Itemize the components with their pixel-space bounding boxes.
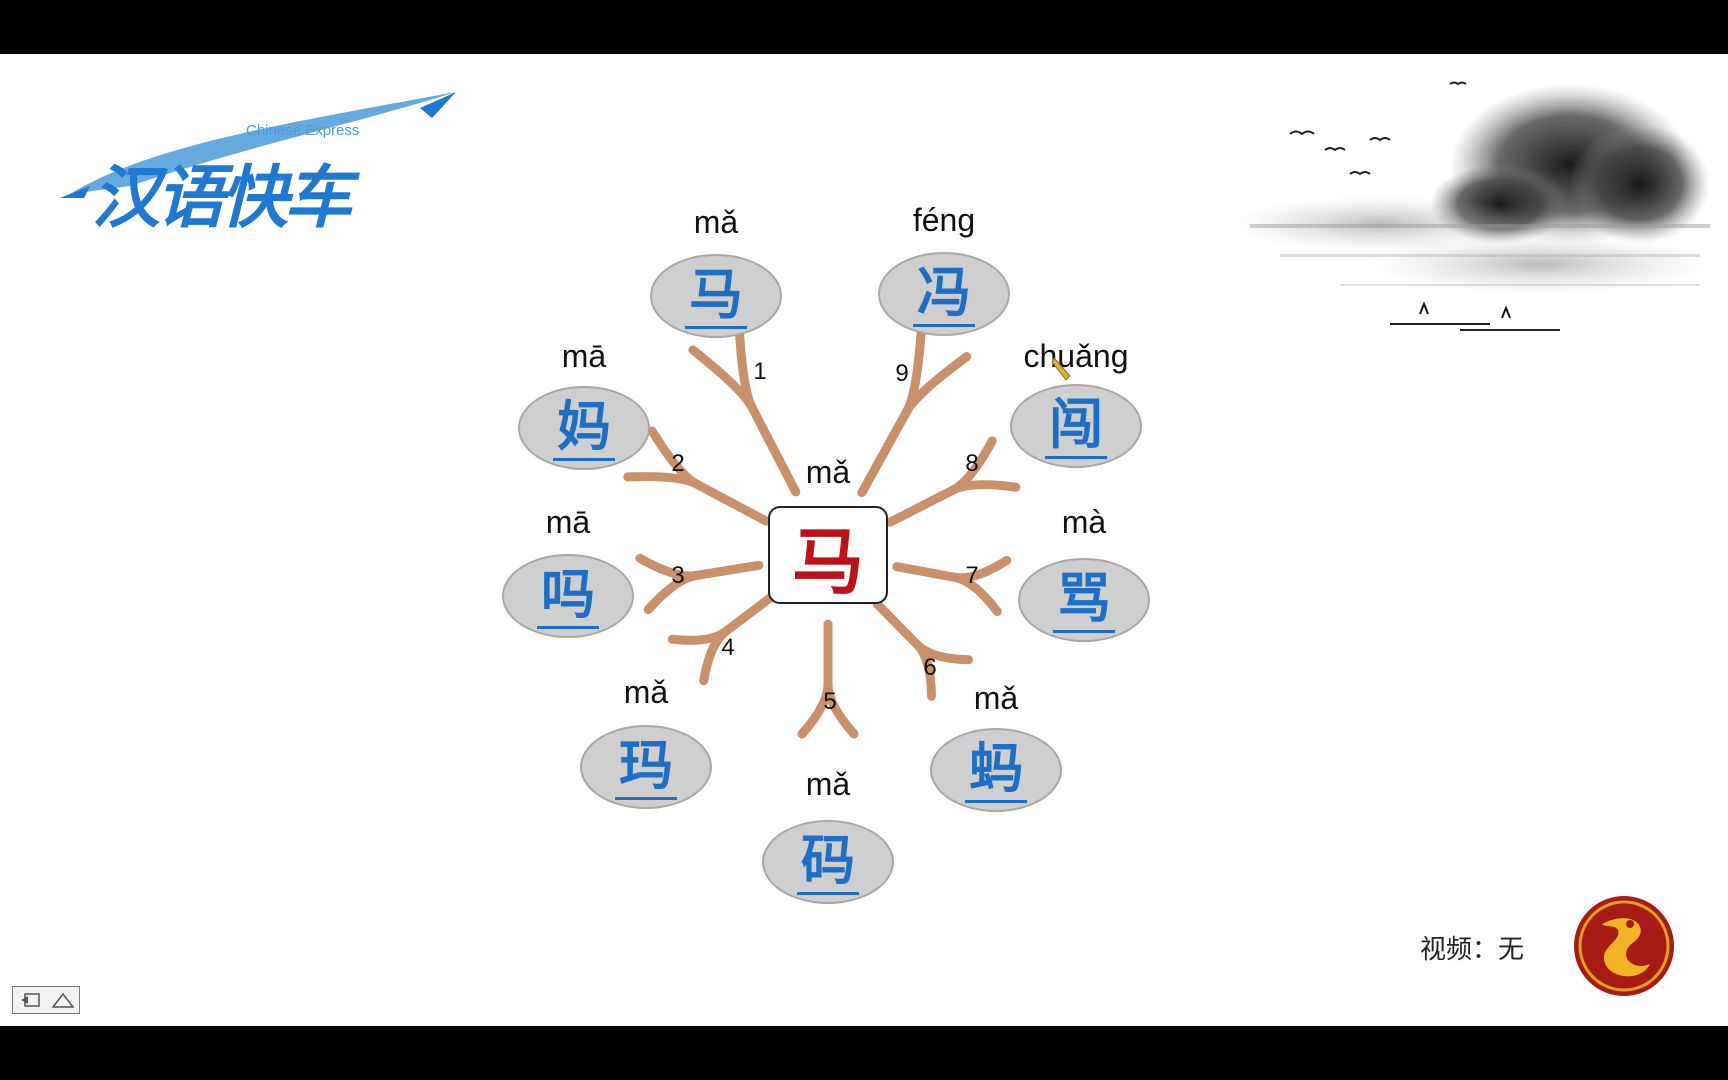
branch-trunk-1 xyxy=(747,402,801,497)
character-node-5[interactable]: 码 xyxy=(762,820,894,904)
node-pinyin-5: mǎ xyxy=(805,766,851,802)
node-character-5: 码 xyxy=(797,829,859,895)
branch-number-2: 2 xyxy=(671,450,685,477)
node-character-1: 马 xyxy=(685,263,747,329)
branch-fork-b-6 xyxy=(912,640,974,665)
branch-trunk-8 xyxy=(885,485,958,527)
bottom-letterbox xyxy=(0,1026,1728,1080)
node-pinyin-9: féng xyxy=(912,202,976,238)
node-character-4: 玛 xyxy=(615,734,677,800)
node-pinyin-1: mǎ xyxy=(693,204,739,240)
slide-back-icon xyxy=(20,993,40,1007)
video-credit-label: 视频： xyxy=(1420,935,1499,965)
center-character-box: 马 xyxy=(768,506,888,604)
character-node-3[interactable]: 吗 xyxy=(502,554,634,638)
branch-fork-b-5 xyxy=(823,680,859,739)
branch-number-1: 1 xyxy=(753,358,767,385)
logo-subtitle: Chinese Express xyxy=(246,122,360,139)
branch-trunk-6 xyxy=(872,599,922,650)
node-pinyin-8: chuǎng xyxy=(1023,338,1129,374)
radical-branch-diagram xyxy=(623,321,1021,739)
branch-fork-b-2 xyxy=(623,472,702,489)
branch-fork-b-9 xyxy=(902,326,926,416)
character-node-9[interactable]: 冯 xyxy=(878,252,1010,336)
triangle-up-icon xyxy=(50,992,75,1008)
branch-trunk-9 xyxy=(857,406,912,498)
character-node-4[interactable]: 玛 xyxy=(580,725,712,809)
center-character: 马 xyxy=(791,519,864,604)
slide-menu-button[interactable] xyxy=(50,989,76,1011)
node-pinyin-6: mǎ xyxy=(973,680,1019,716)
branch-fork-b-1 xyxy=(688,345,757,412)
character-node-7[interactable]: 骂 xyxy=(1018,558,1150,642)
node-character-3: 吗 xyxy=(537,563,599,629)
node-pinyin-4: mǎ xyxy=(623,674,669,710)
node-pinyin-2: mā xyxy=(561,338,607,374)
node-pinyin-3: mā xyxy=(545,504,591,540)
branch-fork-b-4 xyxy=(699,626,731,686)
branch-trunk-4 xyxy=(721,591,777,636)
node-pinyin-7: mà xyxy=(1061,504,1107,540)
branch-number-5: 5 xyxy=(823,688,837,715)
center-pinyin: mǎ xyxy=(805,454,851,490)
slideshow-nav-widget xyxy=(12,986,80,1014)
dragon-seal-icon xyxy=(1574,896,1674,996)
branch-number-7: 7 xyxy=(965,562,979,589)
node-character-6: 蚂 xyxy=(965,737,1027,803)
branch-number-9: 9 xyxy=(895,360,909,387)
node-character-9: 冯 xyxy=(913,261,975,327)
branch-fork-b-8 xyxy=(948,436,997,495)
branch-trunk-7 xyxy=(892,562,960,582)
branch-number-8: 8 xyxy=(965,450,979,477)
branch-number-3: 3 xyxy=(671,562,685,589)
branch-trunk-2 xyxy=(692,479,771,526)
node-character-2: 妈 xyxy=(553,395,615,461)
branch-trunk-3 xyxy=(691,560,764,581)
chinese-express-logo: Chinese Express 汉语快车 xyxy=(60,86,460,238)
logo-swoosh-icon xyxy=(60,92,456,198)
pointer-pen-icon xyxy=(1051,357,1071,381)
branch-number-4: 4 xyxy=(721,634,735,661)
branch-number-6: 6 xyxy=(923,654,937,681)
node-character-8: 闯 xyxy=(1045,393,1107,459)
node-character-7: 骂 xyxy=(1053,567,1115,633)
character-node-2[interactable]: 妈 xyxy=(518,386,650,470)
slide-back-button[interactable] xyxy=(17,989,43,1011)
character-node-6[interactable]: 蚂 xyxy=(930,728,1062,812)
branch-fork-b-7 xyxy=(950,555,1012,583)
logo-title: 汉语快车 xyxy=(92,159,352,238)
character-node-8[interactable]: 闯 xyxy=(1010,384,1142,468)
ink-landscape-image xyxy=(1240,81,1710,331)
video-credit-value: 无 xyxy=(1498,935,1525,965)
top-letterbox xyxy=(0,0,1728,54)
video-credit: 视频：无 xyxy=(1420,929,1524,966)
character-node-1[interactable]: 马 xyxy=(650,254,782,338)
slide-canvas: Chinese Express 汉语快车 xyxy=(0,54,1728,1026)
branch-fork-b-3 xyxy=(643,571,701,615)
